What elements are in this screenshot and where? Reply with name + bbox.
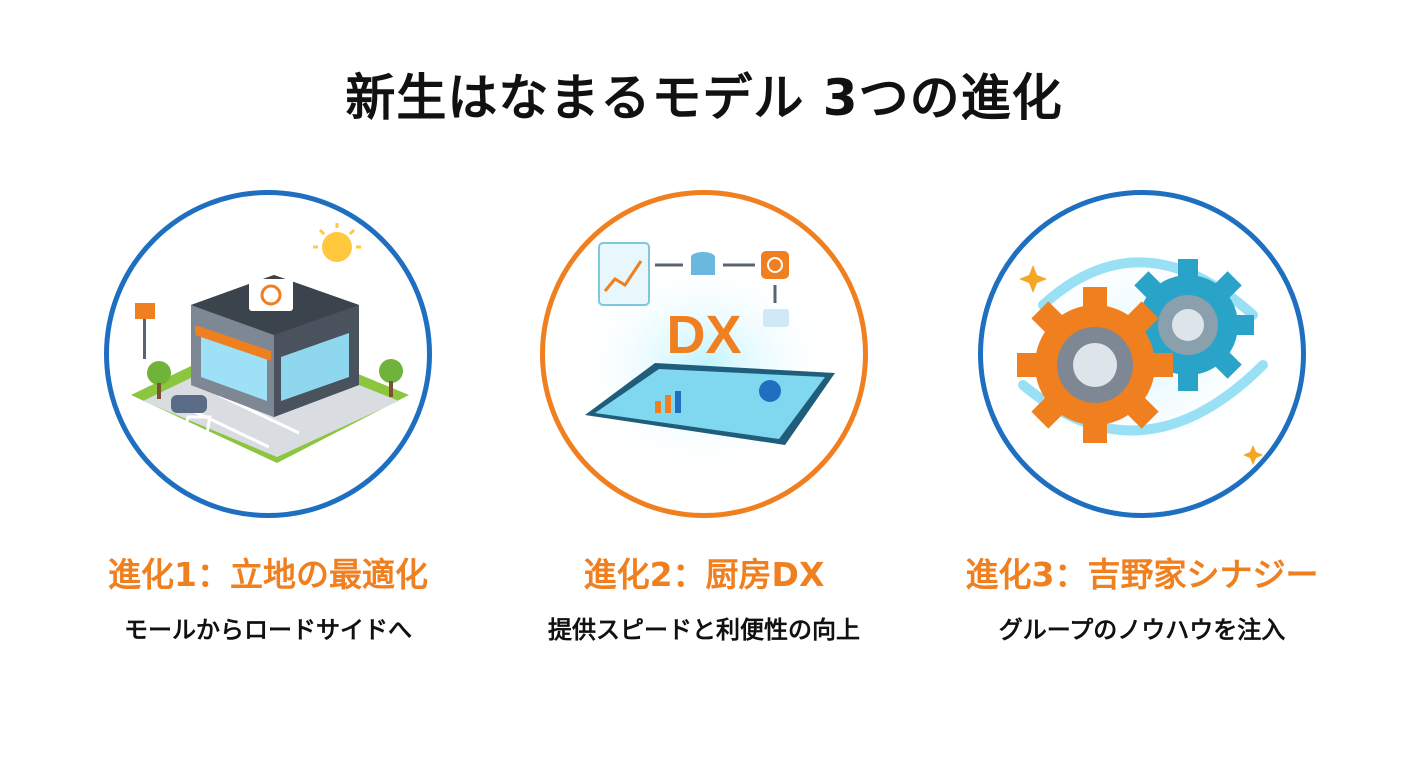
card-1-subtitle: モールからロードサイドへ bbox=[124, 616, 412, 644]
card-3-subtitle: グループのノウハウを注入 bbox=[998, 616, 1286, 644]
card-3-circle bbox=[978, 190, 1306, 518]
evolution-card-3: 進化3：吉野家シナジー グループのノウハウを注入 bbox=[962, 190, 1322, 645]
card-2-circle: DX bbox=[540, 190, 868, 518]
card-1-circle bbox=[104, 190, 432, 518]
card-3-title: 進化3：吉野家シナジー bbox=[965, 555, 1319, 594]
gears-icon bbox=[1012, 234, 1272, 474]
evolution-card-1: 進化1：立地の最適化 モールからロードサイドへ bbox=[88, 190, 448, 645]
card-2-title: 進化2：厨房DX bbox=[583, 555, 825, 594]
evolution-card-2: DX 進化2：厨房DX 提供スピードと利便性の向上 bbox=[524, 190, 884, 645]
card-1-title: 進化1：立地の最適化 bbox=[108, 555, 428, 594]
card-2-subtitle: 提供スピードと利便性の向上 bbox=[548, 616, 860, 644]
page-title: 新生はなまるモデル 3つの進化 bbox=[345, 69, 1063, 127]
tablet-dx-icon: DX bbox=[574, 242, 835, 465]
roadside-store-icon bbox=[131, 223, 409, 463]
dx-badge-text: DX bbox=[666, 305, 741, 365]
